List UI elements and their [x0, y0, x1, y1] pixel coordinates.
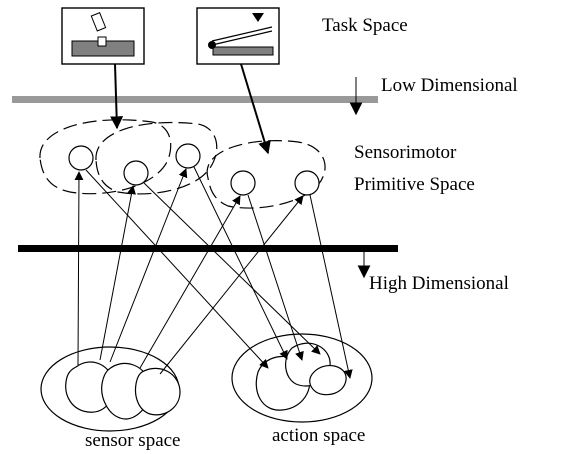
primitive-node-4 [230, 170, 256, 196]
task-pivot-dot [208, 41, 216, 49]
sensor-to-primitive-arrows [74, 168, 304, 375]
primitive-node-5 [294, 170, 320, 196]
primitive-node-2 [123, 160, 149, 186]
high-dimensional-bar [18, 245, 398, 252]
low-dimensional-label: Low Dimensional [381, 75, 518, 96]
task-table-right [212, 46, 274, 56]
primitive-to-action-arrows [85, 166, 353, 379]
low-dimensional-bar [12, 96, 378, 103]
sensor-blob-3 [134, 367, 181, 416]
sensorimotor-label: Sensorimotor [354, 142, 457, 163]
sensor-space-cluster [40, 346, 181, 432]
primitive-nodes [68, 143, 320, 196]
primitive-node-1 [68, 145, 94, 171]
action-space-cluster [231, 333, 373, 423]
task-tilted-block [90, 12, 107, 32]
action-blob-3 [309, 364, 347, 396]
sensor-space-label: sensor space [85, 430, 181, 451]
action-space-ellipse [231, 333, 373, 423]
task-press-arrow-icon [252, 13, 264, 22]
task-box-right [196, 7, 280, 65]
primitive-node-3 [175, 143, 201, 169]
task-space-label: Task Space [322, 15, 408, 36]
task-object-left [97, 36, 107, 47]
primitive-space-label: Primitive Space [354, 174, 475, 195]
task-box-left [61, 7, 145, 65]
task-right-arrow [240, 63, 271, 155]
task-left-arrow [110, 63, 124, 130]
action-space-label: action space [272, 425, 366, 446]
high-dimensional-label: High Dimensional [369, 273, 509, 294]
